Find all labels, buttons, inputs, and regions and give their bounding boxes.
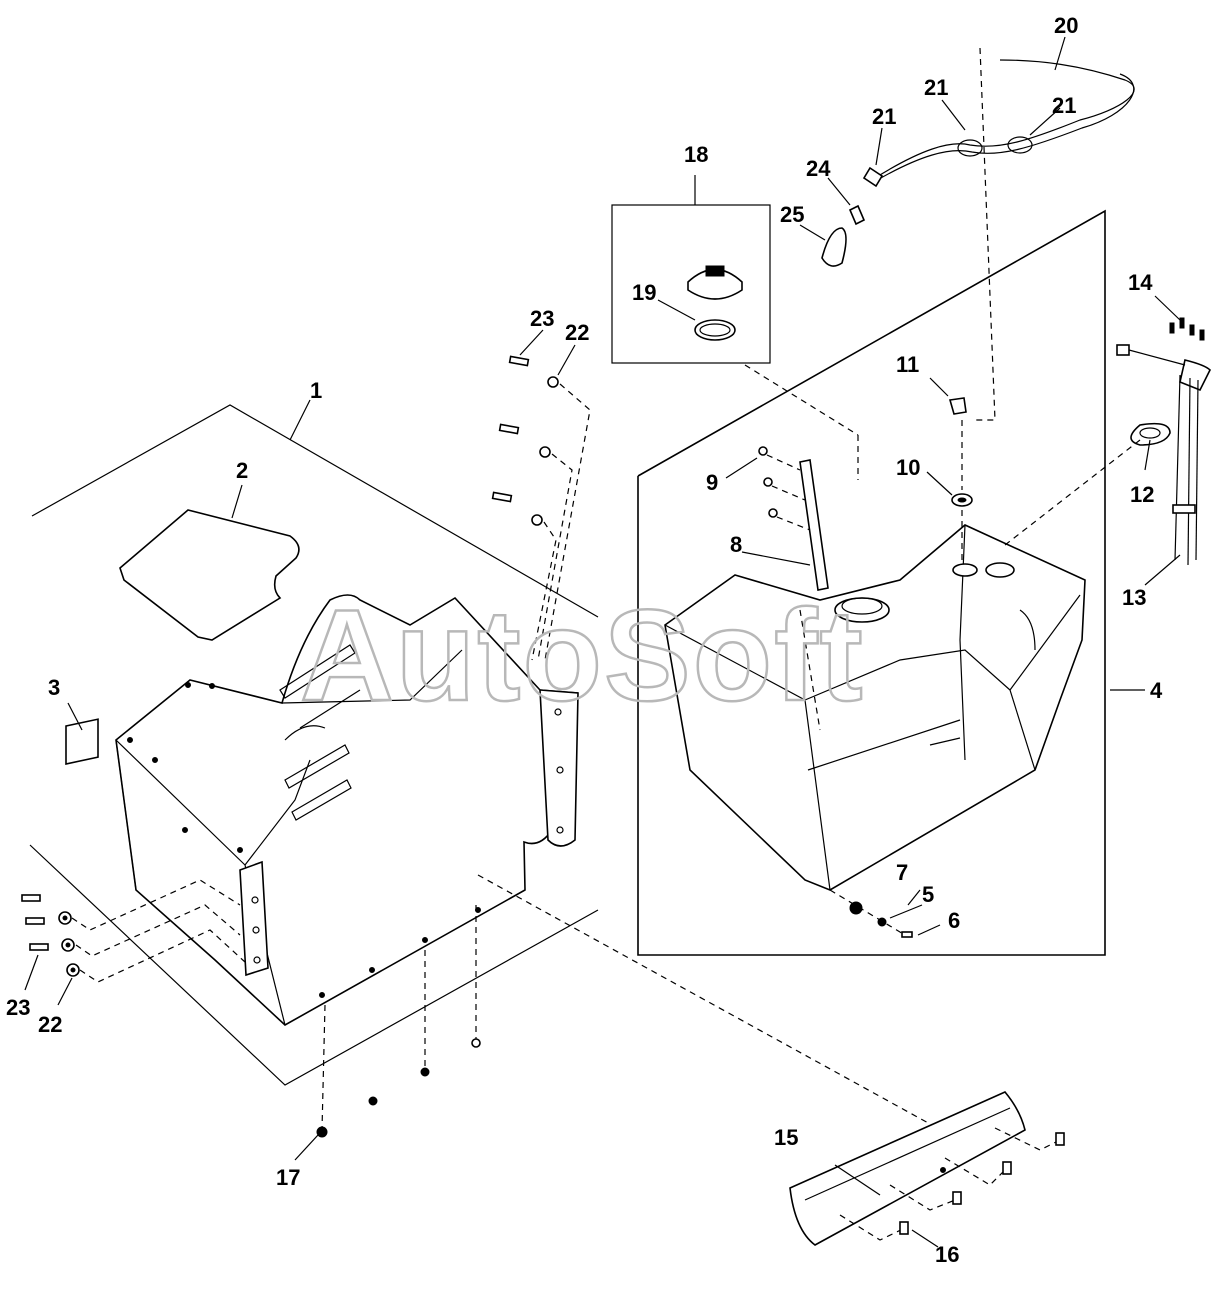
screw-icon xyxy=(758,446,778,518)
callout-16: 16 xyxy=(935,1242,959,1267)
watermark-text: AutoSoft xyxy=(300,582,865,728)
callout-3: 3 xyxy=(48,675,60,700)
callout-6: 6 xyxy=(948,908,960,933)
callout-18: 18 xyxy=(684,142,708,167)
callout-5: 5 xyxy=(922,882,934,907)
nut-icon xyxy=(849,901,913,938)
tank-frame xyxy=(637,209,1106,956)
callout-21a: 21 xyxy=(924,75,948,100)
leader-lines xyxy=(24,36,1181,1248)
callout-22a: 22 xyxy=(565,320,589,345)
nut-icon xyxy=(316,1038,481,1138)
enclosure-plane-bottom xyxy=(29,844,599,1086)
callout-12: 12 xyxy=(1130,482,1154,507)
callout-21b: 21 xyxy=(1052,93,1076,118)
callout-11: 11 xyxy=(896,352,919,377)
screw-icon xyxy=(1169,317,1205,341)
enclosure-assembly xyxy=(29,404,599,1086)
callout-14: 14 xyxy=(1128,270,1153,295)
bolt-icon xyxy=(21,894,49,951)
enclosure-box xyxy=(115,594,579,1026)
callout-1: 1 xyxy=(310,378,322,403)
enclosure-plane-top xyxy=(31,404,599,618)
callout-20: 20 xyxy=(1054,13,1078,38)
cap-detail xyxy=(611,204,771,364)
upper-fasteners xyxy=(321,355,951,1136)
callout-8: 8 xyxy=(730,532,742,557)
callout-9: 9 xyxy=(706,470,718,495)
callout-labels: 1 2 3 4 5 6 7 8 9 10 11 12 13 14 15 16 1… xyxy=(6,13,1163,1267)
fuel-sender xyxy=(1004,317,1211,566)
callout-23b: 23 xyxy=(6,995,30,1020)
callout-4: 4 xyxy=(1150,678,1163,703)
decal xyxy=(65,718,99,765)
callout-21c: 21 xyxy=(872,104,896,129)
callout-19: 19 xyxy=(632,280,656,305)
callout-10: 10 xyxy=(896,455,920,480)
callout-23a: 23 xyxy=(530,306,554,331)
callout-13: 13 xyxy=(1122,585,1146,610)
detail-box xyxy=(611,204,771,364)
callout-22b: 22 xyxy=(38,1012,62,1037)
left-fasteners xyxy=(21,879,246,983)
callout-24: 24 xyxy=(806,156,831,181)
washer-icon xyxy=(58,911,80,977)
callout-25: 25 xyxy=(780,202,804,227)
tank-assembly xyxy=(637,209,1106,956)
screw-icon xyxy=(899,1132,1065,1235)
callout-15: 15 xyxy=(774,1125,798,1150)
callout-17: 17 xyxy=(276,1165,300,1190)
vent-hose xyxy=(821,47,1135,421)
access-panel xyxy=(119,509,300,641)
callout-7: 7 xyxy=(896,860,908,885)
callout-2: 2 xyxy=(236,458,248,483)
mounting-bracket xyxy=(789,1091,1065,1246)
fuel-tank xyxy=(664,524,1086,891)
